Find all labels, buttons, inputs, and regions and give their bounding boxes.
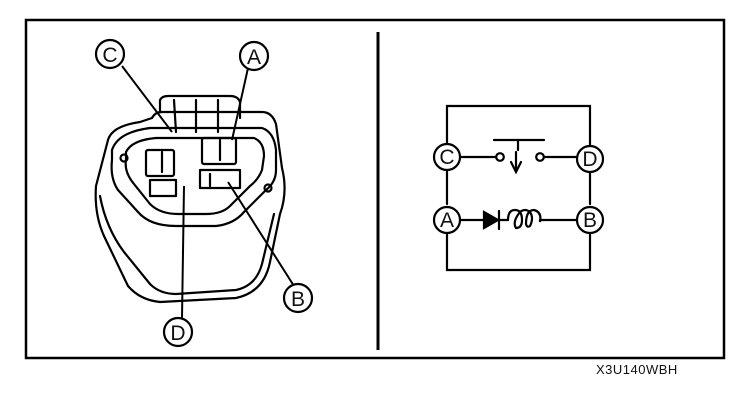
svg-text:D: D: [582, 148, 597, 171]
relay-callout-a: A: [238, 40, 270, 72]
schematic-terminal-a: A: [432, 205, 462, 235]
svg-text:B: B: [291, 288, 305, 311]
relay-callout-d: D: [162, 316, 194, 348]
relay-callout-b: B: [282, 282, 314, 314]
coil-symbol: [506, 208, 542, 230]
figure-border: [24, 18, 726, 360]
relay-connector-drawing: [94, 94, 286, 304]
schematic-wire-loop: [445, 104, 592, 272]
callout-leader-lines: [121, 65, 295, 319]
svg-text:A: A: [440, 209, 454, 232]
svg-text:D: D: [170, 322, 185, 345]
switch-contact-right: [535, 152, 545, 162]
switch-actuator: [492, 138, 546, 174]
figure-reference-code: X3U140WBH: [596, 362, 678, 377]
diode-symbol: [482, 210, 501, 230]
schematic-terminal-c: C: [432, 142, 462, 172]
relay-schematic: [445, 104, 592, 272]
schematic-terminal-d: D: [575, 144, 605, 174]
svg-text:C: C: [439, 146, 454, 169]
schematic-terminal-b: B: [575, 205, 605, 235]
svg-text:B: B: [583, 209, 597, 232]
relay-callout-c: C: [94, 38, 126, 70]
switch-contact-left: [495, 152, 505, 162]
svg-text:C: C: [102, 44, 117, 67]
svg-text:A: A: [247, 46, 261, 69]
